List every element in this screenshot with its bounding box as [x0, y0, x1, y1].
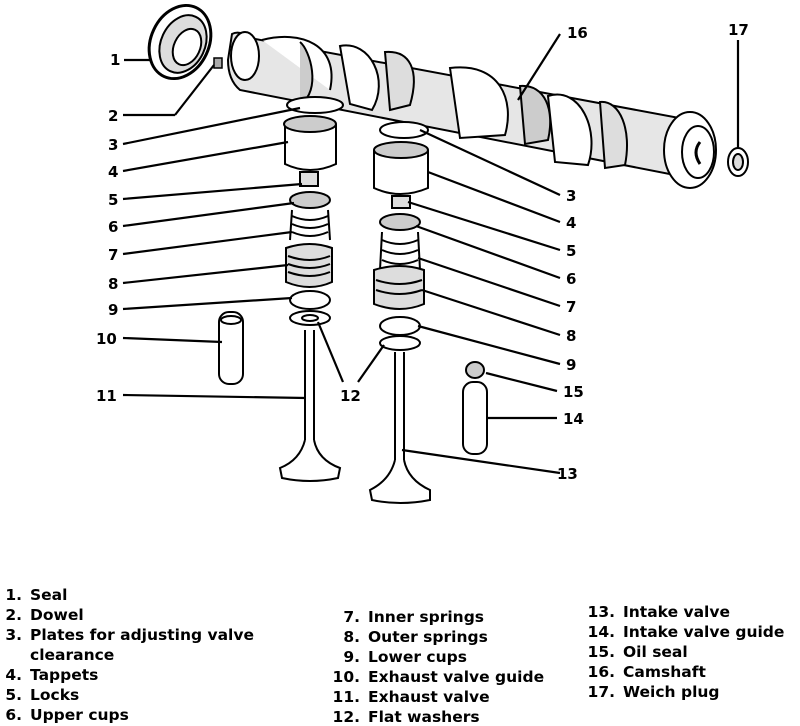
- legend-item: 15. Oil seal: [585, 642, 784, 662]
- callout-8-right: 8: [566, 327, 576, 345]
- legend-number: 10.: [332, 668, 360, 686]
- legend-item: 13. Intake valve: [585, 602, 784, 622]
- legend-item: 4. Tappets: [0, 665, 254, 685]
- legend-number: 7.: [343, 608, 360, 626]
- callout-4-right: 4: [566, 214, 576, 232]
- legend-column-2: 7. Inner springs 8. Outer springs 9. Lower …: [330, 607, 545, 726]
- callout-7-right: 7: [566, 298, 576, 316]
- legend-item: 17. Weich plug: [585, 682, 784, 702]
- legend-number: 16.: [587, 663, 615, 681]
- legend-number: 2.: [5, 606, 22, 624]
- callout-1: 1: [110, 51, 120, 69]
- callout-3-right: 3: [566, 187, 576, 205]
- legend-item: 2. Dowel: [0, 605, 254, 625]
- callout-17: 17: [728, 21, 749, 39]
- exhaust-valve-stack: [218, 96, 344, 482]
- callout-13: 13: [557, 465, 578, 483]
- camshaft-part: [226, 31, 717, 189]
- callout-15: 15: [563, 383, 584, 401]
- legend-item: 1. Seal: [0, 585, 254, 605]
- callout-9-right: 9: [566, 356, 576, 374]
- legend-label: Intake valve guide: [623, 623, 785, 641]
- legend-label: Upper cups: [30, 706, 129, 724]
- legend-number: 3.: [5, 626, 22, 644]
- legend-item: 10. Exhaust valve guide: [330, 667, 545, 687]
- legend-label: Plates for adjusting valve: [30, 626, 254, 644]
- callout-14: 14: [563, 410, 584, 428]
- legend-column-1: 1. Seal 2. Dowel 3. Plates for adjusting va…: [0, 585, 254, 725]
- callout-12: 12: [340, 387, 361, 405]
- legend-number: 15.: [587, 643, 615, 661]
- legend-item: 14. Intake valve guide: [585, 622, 785, 642]
- legend-number: 11.: [332, 688, 360, 706]
- legend-label: Seal: [30, 586, 68, 604]
- callout-7-left: 7: [108, 246, 118, 264]
- legend-label: Exhaust valve guide: [368, 668, 545, 686]
- seal-part: [147, 3, 213, 81]
- callout-11: 11: [96, 387, 117, 405]
- legend-number: 12.: [332, 708, 360, 726]
- legend-item: 9. Lower cups: [330, 647, 544, 667]
- dowel-part: [213, 57, 223, 69]
- legend-label: Intake valve: [623, 603, 730, 621]
- legend-number: 6.: [5, 706, 22, 724]
- legend-label: Oil seal: [623, 643, 688, 661]
- legend-number: 1.: [5, 586, 22, 604]
- legend-number: 13.: [587, 603, 615, 621]
- legend-label: Tappets: [30, 666, 99, 684]
- callout-9-left: 9: [108, 301, 118, 319]
- legend-number: 8.: [343, 628, 360, 646]
- legend-label: Lower cups: [368, 648, 467, 666]
- callout-8-left: 8: [108, 275, 118, 293]
- callout-10: 10: [96, 330, 117, 348]
- legend-item: 5. Locks: [0, 685, 254, 705]
- weich-plug-part: [727, 147, 749, 177]
- legend-label: Inner springs: [368, 608, 485, 626]
- legend-label: Flat washers: [368, 708, 480, 726]
- legend-item: clearance: [0, 645, 254, 665]
- legend-number: 9.: [343, 648, 360, 666]
- legend-label: Weich plug: [623, 683, 720, 701]
- callout-6-right: 6: [566, 270, 576, 288]
- legend-label: Dowel: [30, 606, 84, 624]
- legend-item: 7. Inner springs: [330, 607, 544, 627]
- callout-4-left: 4: [108, 163, 118, 181]
- legend-number: 5.: [5, 686, 22, 704]
- legend-number: 4.: [5, 666, 22, 684]
- legend-number: 14.: [587, 623, 615, 641]
- legend-item: 3. Plates for adjusting valve: [0, 625, 254, 645]
- legend-label: Camshaft: [623, 663, 706, 681]
- legend-item: 6. Upper cups: [0, 705, 254, 725]
- callout-6-left: 6: [108, 218, 118, 236]
- legend-number: 17.: [587, 683, 615, 701]
- legend-item: 11. Exhaust valve: [330, 687, 544, 707]
- legend-label: Exhaust valve: [368, 688, 490, 706]
- legend-label: Locks: [30, 686, 80, 704]
- leader-lines: [122, 33, 740, 475]
- legend-item: 8. Outer springs: [330, 627, 544, 647]
- legend-number: [0, 645, 22, 665]
- callout-16: 16: [567, 24, 588, 42]
- legend-item: 12. Flat washers: [330, 707, 544, 726]
- callout-3-left: 3: [108, 136, 118, 154]
- legend-item: 16. Camshaft: [585, 662, 784, 682]
- callout-2: 2: [108, 107, 118, 125]
- callout-5-right: 5: [566, 242, 576, 260]
- intake-valve-stack: [368, 121, 488, 504]
- legend-label: Outer springs: [368, 628, 488, 646]
- legend-column-3: 13. Intake valve 14. Intake valve guide 15…: [585, 602, 785, 702]
- callout-5-left: 5: [108, 191, 118, 209]
- legend-label: clearance: [30, 646, 115, 664]
